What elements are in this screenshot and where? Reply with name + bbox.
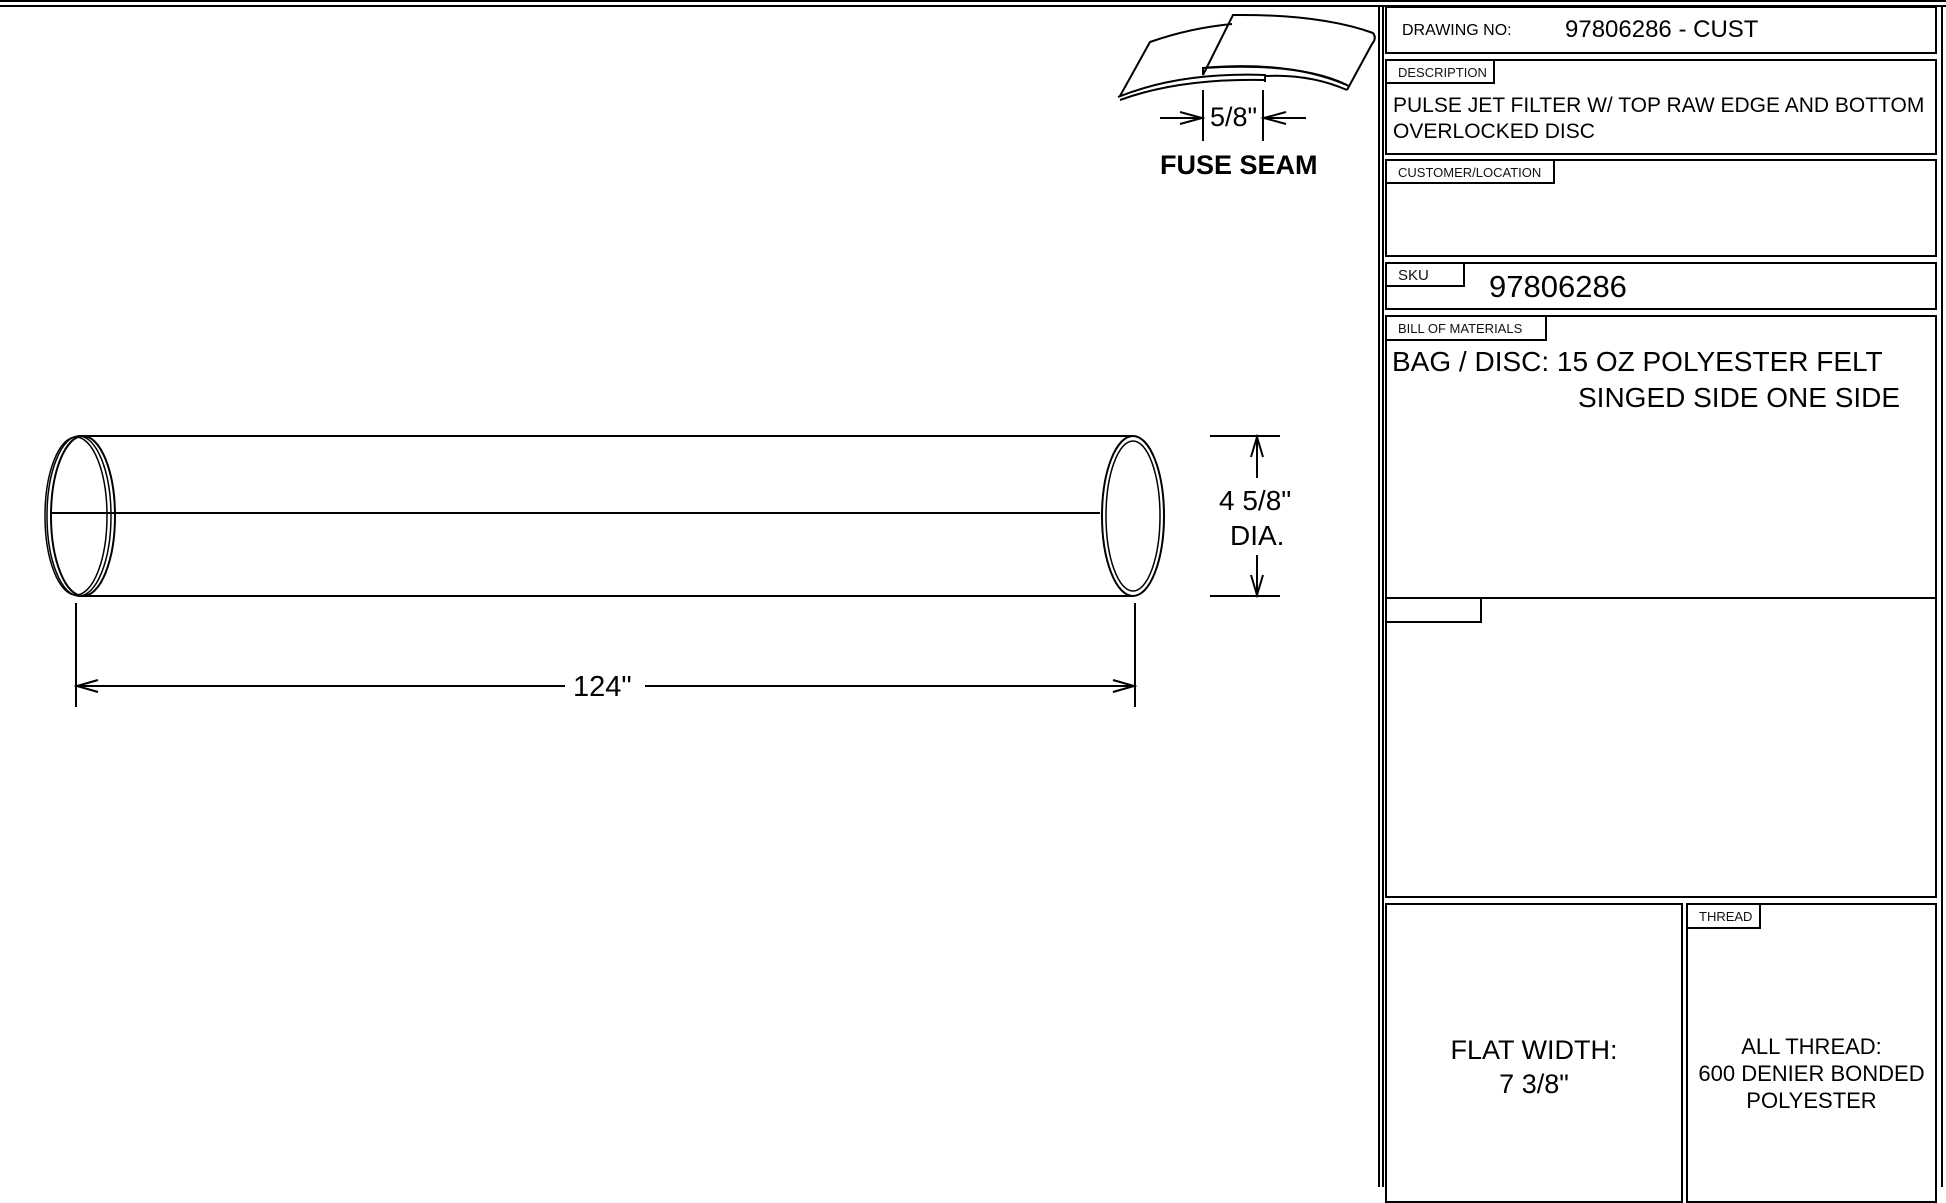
customer-location-box: CUSTOMER/LOCATION [1385, 159, 1937, 257]
sku-tag: SKU [1385, 262, 1465, 287]
frame-top-line-outer [0, 0, 1946, 2]
flat-width-value: 7 3/8" [1499, 1069, 1569, 1099]
thread-line-3: POLYESTER [1746, 1088, 1877, 1113]
blank-section-tag [1385, 597, 1482, 623]
thread-line-2: 600 DENIER BONDED [1698, 1061, 1925, 1086]
bill-of-materials-box: BILL OF MATERIALS BAG / DISC: 15 OZ POLY… [1385, 315, 1937, 898]
customer-location-tag: CUSTOMER/LOCATION [1385, 159, 1555, 184]
frame-top-line-inner [0, 5, 1946, 7]
sku-value: 97806286 [1489, 269, 1627, 304]
drawing-number-value: 97806286 - CUST [1565, 16, 1759, 43]
flat-width-box: FLAT WIDTH: 7 3/8" [1385, 903, 1683, 1203]
diameter-dimension-label: 4 5/8" [1219, 485, 1292, 516]
drawing-number-box: DRAWING NO: 97806286 - CUST [1385, 6, 1937, 54]
bom-line-2: SINGED SIDE ONE SIDE [1578, 382, 1901, 413]
frame-divider-line-2 [1382, 5, 1384, 1187]
seam-dimension-label: 5/8" [1210, 102, 1258, 132]
bom-section-divider [1387, 597, 1935, 599]
seam-caption: FUSE SEAM [1160, 150, 1318, 180]
thread-line-1: ALL THREAD: [1741, 1034, 1882, 1059]
bom-line-1: BAG / DISC: 15 OZ POLYESTER FELT [1392, 346, 1883, 377]
description-line-1: PULSE JET FILTER W/ TOP RAW EDGE AND BOT… [1393, 94, 1925, 117]
drawing-area: 5/8" FUSE SEAM 124" 4 5/8" DIA. [0, 7, 1376, 1187]
frame-right-line [1941, 5, 1943, 1187]
description-box: DESCRIPTION PULSE JET FILTER W/ TOP RAW … [1385, 59, 1937, 155]
frame-divider-line-1 [1378, 5, 1380, 1187]
sku-box: SKU 97806286 [1385, 262, 1937, 310]
description-tag: DESCRIPTION [1385, 59, 1495, 84]
bill-of-materials-tag: BILL OF MATERIALS [1385, 315, 1547, 341]
diameter-suffix-label: DIA. [1230, 520, 1285, 551]
flat-width-label: FLAT WIDTH: [1450, 1035, 1618, 1065]
length-dimension-label: 124" [573, 671, 632, 703]
description-line-2: OVERLOCKED DISC [1393, 120, 1595, 143]
technical-drawing [44, 13, 1376, 707]
thread-box: THREAD ALL THREAD: 600 DENIER BONDED POL… [1686, 903, 1937, 1203]
drawing-number-label: DRAWING NO: [1402, 22, 1512, 39]
fuse-seam-graphic [1117, 13, 1376, 101]
thread-tag: THREAD [1686, 903, 1761, 929]
